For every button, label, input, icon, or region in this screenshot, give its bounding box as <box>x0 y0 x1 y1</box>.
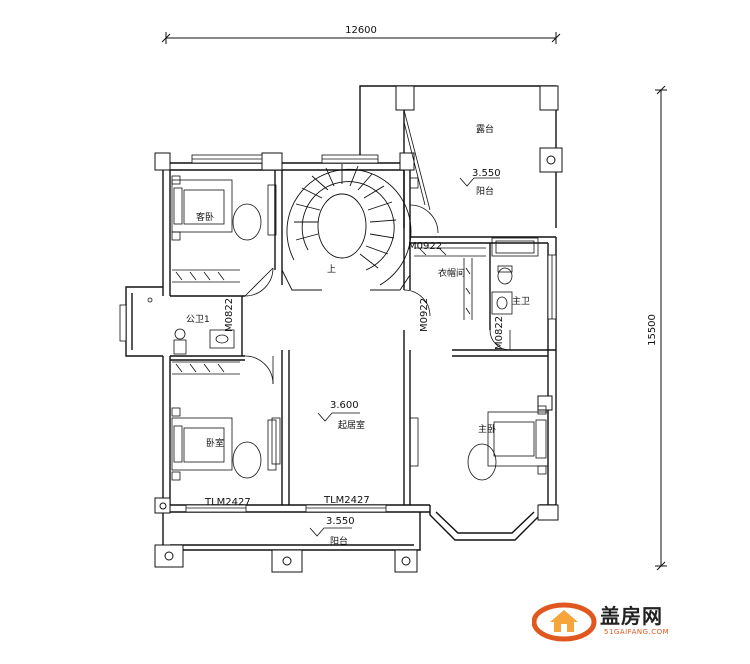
level-markers <box>309 177 500 537</box>
furniture <box>147 175 549 481</box>
door-tag-m0822-b: M0822 <box>494 316 505 350</box>
logo-url: 51GAIFANG.COM <box>604 628 670 636</box>
dimension-width-label: 12600 <box>345 25 377 36</box>
master-bath-label: 主卫 <box>512 295 530 307</box>
balcony-top-label: 阳台 <box>476 185 494 197</box>
balcony-level-label: 3.550 <box>326 516 355 527</box>
guest-bedroom-label: 客卧 <box>196 211 214 223</box>
living-room-label: 起居室 <box>338 419 365 431</box>
windows <box>119 154 557 513</box>
living-level-label: 3.600 <box>330 400 359 411</box>
column-marks <box>159 155 556 566</box>
cloakroom-label: 衣帽间 <box>438 267 465 279</box>
door-tag-m0922-a: M0922 <box>408 241 442 252</box>
master-bedroom-label: 主卧 <box>478 423 496 435</box>
dimension-right <box>655 85 667 571</box>
spiral-stair <box>281 164 412 291</box>
doors <box>244 109 511 385</box>
stair-up-label: 上 <box>327 264 336 275</box>
terrace-label: 露台 <box>476 123 494 135</box>
door-tag-m0822-a: M0822 <box>224 298 235 332</box>
bedroom-label: 卧室 <box>206 437 224 449</box>
terrace-level-label: 3.550 <box>472 168 501 179</box>
dimension-top <box>161 32 561 44</box>
window-tag-tlm-a: TLM2427 <box>204 497 251 508</box>
balcony-bottom-label: 阳台 <box>330 535 348 547</box>
door-tag-m0922-b: M0922 <box>419 298 430 332</box>
walls <box>125 85 557 551</box>
site-logo-icon <box>532 602 597 642</box>
dimension-height-label: 15500 <box>647 314 658 346</box>
window-tag-tlm-b: TLM2427 <box>323 495 370 506</box>
columns <box>154 85 563 573</box>
logo-name: 盖房网 <box>600 604 663 628</box>
public-bath-label: 公卫1 <box>186 314 210 325</box>
